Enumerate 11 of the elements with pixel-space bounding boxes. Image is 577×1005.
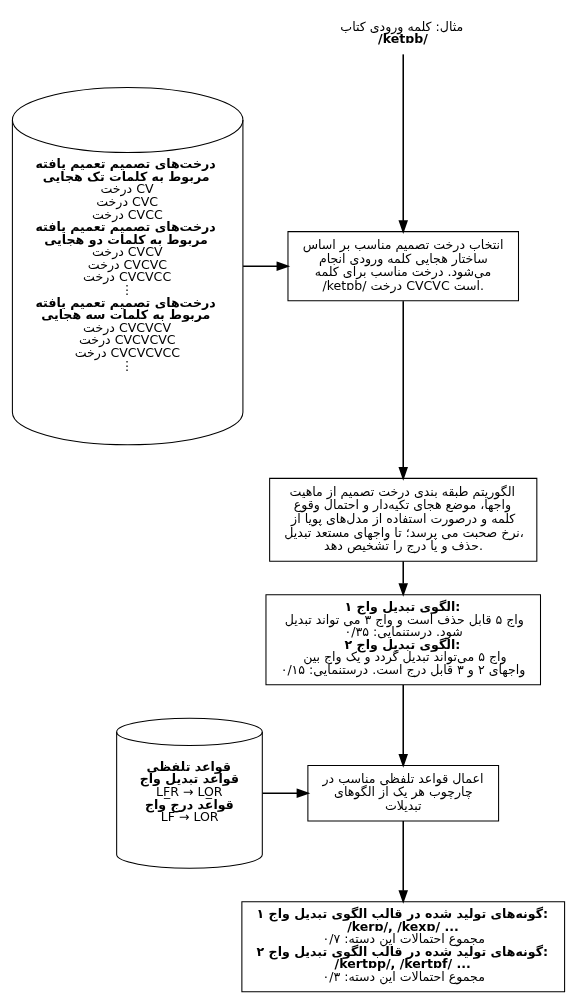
arrow [398,683,408,768]
node-box: الگوی تبدیل واج ۱: واج ۵ قابل حذف است و واج ۳ می تواند تبدیل شود. درستنمایی: ۰/۳۵ الگوی تبدیل واج ۲: واج ۵ می‌تواند تبدیل گردد و یک واج بین واجهای ۲ و ۳ قابل درج است. درستنمایی: ۰/۱۵ [265,593,542,685]
arrow [398,53,408,234]
arrow [398,299,408,481]
node-box: انتخاب درخت تصمیم مناسب بر اساس ساختار هجایی کلمه ورودی انجام می‌شود. درخت مناسب برای کلمه /ketɒb/ درخت CVCVC است. [287,230,520,301]
node-box: اعمال قواعد تلفظی مناسب در چارچوب هر یک از الگوهای تبدیلات [307,764,500,822]
arrow [398,819,408,904]
arrow [398,560,408,597]
arrow [242,260,291,271]
node-box: الگوریتم طبقه بندی درخت تصمیم از ماهیت واجها، موضع هجای تکیه‌دار و احتمال وقوع کلمه و درصورت استفاده از مدل‌های پویا از نرخ صحبت می پرسد؛ تا واجهای مستعد تبدیل، حذف و یا درج را تشخیص دهد. [269,477,538,562]
arrow [261,787,311,798]
